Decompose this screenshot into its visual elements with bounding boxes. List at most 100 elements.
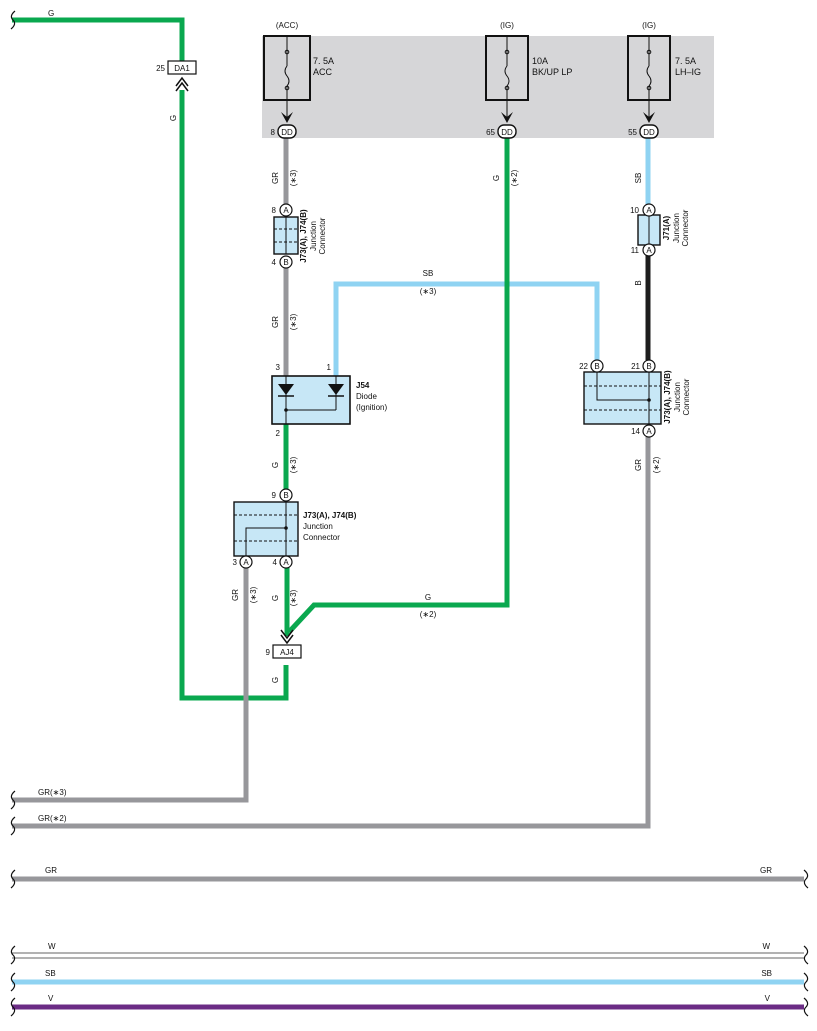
bus-label-v-left: V <box>48 994 54 1003</box>
junction-right-pin-right-code: B <box>646 362 651 371</box>
wire-sb-cross <box>333 281 600 376</box>
wire-label-g-top: G <box>48 9 54 18</box>
fuse-acc-connector: DD <box>281 128 293 137</box>
junction-lower-pin-top-code: B <box>283 491 288 500</box>
fuse-bkup-rating: 10A <box>532 56 548 66</box>
junction-lower <box>233 488 299 569</box>
wire-g-da1-down <box>179 90 289 701</box>
fuse-acc-rating: 7. 5A <box>313 56 334 66</box>
wire-note-gr-acc: (∗3) <box>289 169 298 186</box>
fuse-bkup <box>485 35 529 139</box>
junction-lower-pin-left: 3 <box>233 558 238 567</box>
wire-note-gr-lower: (∗3) <box>249 586 258 603</box>
wire-gr-lower-left <box>12 567 249 803</box>
fuse-acc-name: ACC <box>313 67 333 77</box>
wire-label-g-lower: G <box>271 595 280 601</box>
fuse-bkup-name: BK/UP LP <box>532 67 572 77</box>
connector-da1 <box>167 60 197 75</box>
junction-lower-pin-right: 4 <box>273 558 278 567</box>
fuse-lhig-pin: 55 <box>628 128 637 137</box>
junction-sb-pin-top-code: A <box>646 206 652 215</box>
junction-lower-desc2: Connector <box>303 533 340 542</box>
wire-g-top-da1 <box>12 17 185 62</box>
junction-sb-desc1: Junction <box>672 213 681 243</box>
wire-label-gr-right: GR <box>634 459 643 471</box>
wire-label-sb-lhig: SB <box>634 173 643 184</box>
junction-upper-left-desc1: Junction <box>309 221 318 251</box>
diode-pin-bottom: 2 <box>276 429 281 438</box>
bus-label-gr-right: GR <box>760 866 772 875</box>
wire-label-g-da1: G <box>169 115 178 121</box>
wire-label-g-long: G <box>425 593 431 602</box>
junction-right-pin-left: 22 <box>579 362 588 371</box>
connector-da1-arrow <box>175 76 189 92</box>
fuse-lhig-name: LH–IG <box>675 67 701 77</box>
wire-label-g-aj4: G <box>271 677 280 683</box>
bus-label-w-right: W <box>762 942 770 951</box>
wire-label-gr3: GR(∗3) <box>38 788 67 797</box>
connector-da1-code: DA1 <box>174 64 190 73</box>
junction-lower-pin-right-code: A <box>283 558 289 567</box>
connector-aj4-arrow <box>280 629 294 645</box>
junction-sb-pin-bottom: 11 <box>631 246 640 255</box>
connector-aj4-code: AJ4 <box>280 648 294 657</box>
junction-sb-pin-top: 10 <box>630 206 639 215</box>
junction-right-pin-right: 21 <box>631 362 640 371</box>
junction-right <box>583 359 662 438</box>
fuse-bkup-connector: DD <box>501 128 513 137</box>
wire-note-gr-right: (∗2) <box>652 456 661 473</box>
wire-label-b-j71: B <box>634 280 643 285</box>
junction-upper-left-pin-top-code: A <box>283 206 289 215</box>
junction-upper-left-pin-bottom-code: B <box>283 258 288 267</box>
fuse-acc <box>263 35 311 139</box>
junction-lower-pin-left-code: A <box>243 558 249 567</box>
wire-label-g-diode: G <box>271 462 280 468</box>
fuse-lhig-connector: DD <box>643 128 655 137</box>
wire-label-gr2: GR(∗2) <box>38 814 67 823</box>
wire-label-gr-lower: GR <box>231 589 240 601</box>
junction-lower-desc1: Junction <box>303 522 333 531</box>
junction-upper-left-pin-bottom: 4 <box>272 258 277 267</box>
junction-sb-j71 <box>637 203 661 257</box>
bus-label-sb-right: SB <box>761 969 772 978</box>
bus-label-v-right: V <box>765 994 771 1003</box>
connector-da1-pin: 25 <box>156 64 165 73</box>
fuse-acc-source: (ACC) <box>276 21 299 30</box>
junction-upper-left-desc2: Connector <box>318 217 327 254</box>
wire-label-g-bkup: G <box>492 175 501 181</box>
junction-right-pin-bottom-code: A <box>646 427 652 436</box>
wire-label-gr-acc: GR <box>271 172 280 184</box>
diode-pin-right: 1 <box>327 363 332 372</box>
wire-gr-right <box>12 437 651 829</box>
diode-desc1: Diode <box>356 392 377 401</box>
bus-label-w-left: W <box>48 942 56 951</box>
fuse-lhig <box>627 35 671 139</box>
fuse-acc-pin: 8 <box>271 128 276 137</box>
junction-sb-desc2: Connector <box>681 209 690 246</box>
connector-aj4 <box>272 644 302 659</box>
wire-note-g-bkup: (∗2) <box>510 169 519 186</box>
junction-sb-code: J71(A) <box>662 215 671 240</box>
bus-label-gr-left: GR <box>45 866 57 875</box>
break-marks-left <box>10 10 16 1017</box>
junction-upper-left <box>273 203 299 269</box>
diode-code: J54 <box>356 381 370 390</box>
break-marks-right <box>803 869 809 1017</box>
fuse-lhig-source: (IG) <box>642 21 656 30</box>
fuse-block-background <box>262 36 714 138</box>
fuse-lhig-rating: 7. 5A <box>675 56 696 66</box>
junction-right-desc1: Junction <box>673 382 682 412</box>
junction-right-pin-bottom: 14 <box>631 427 640 436</box>
junction-sb-pin-bottom-code: A <box>646 246 652 255</box>
fuse-bkup-source: (IG) <box>500 21 514 30</box>
junction-lower-pin-top: 9 <box>272 491 277 500</box>
wire-note-g-lower: (∗3) <box>289 589 298 606</box>
diode-pin-left: 3 <box>276 363 281 372</box>
junction-right-pin-left-code: B <box>594 362 599 371</box>
junction-right-code: J73(A), J74(B) <box>663 370 672 424</box>
wire-note-g-long: (∗2) <box>420 610 437 619</box>
junction-upper-left-code: J73(A), J74(B) <box>299 209 308 263</box>
connector-aj4-pin: 9 <box>266 648 271 657</box>
junction-upper-left-pin-top: 8 <box>272 206 277 215</box>
junction-right-desc2: Connector <box>682 378 691 415</box>
